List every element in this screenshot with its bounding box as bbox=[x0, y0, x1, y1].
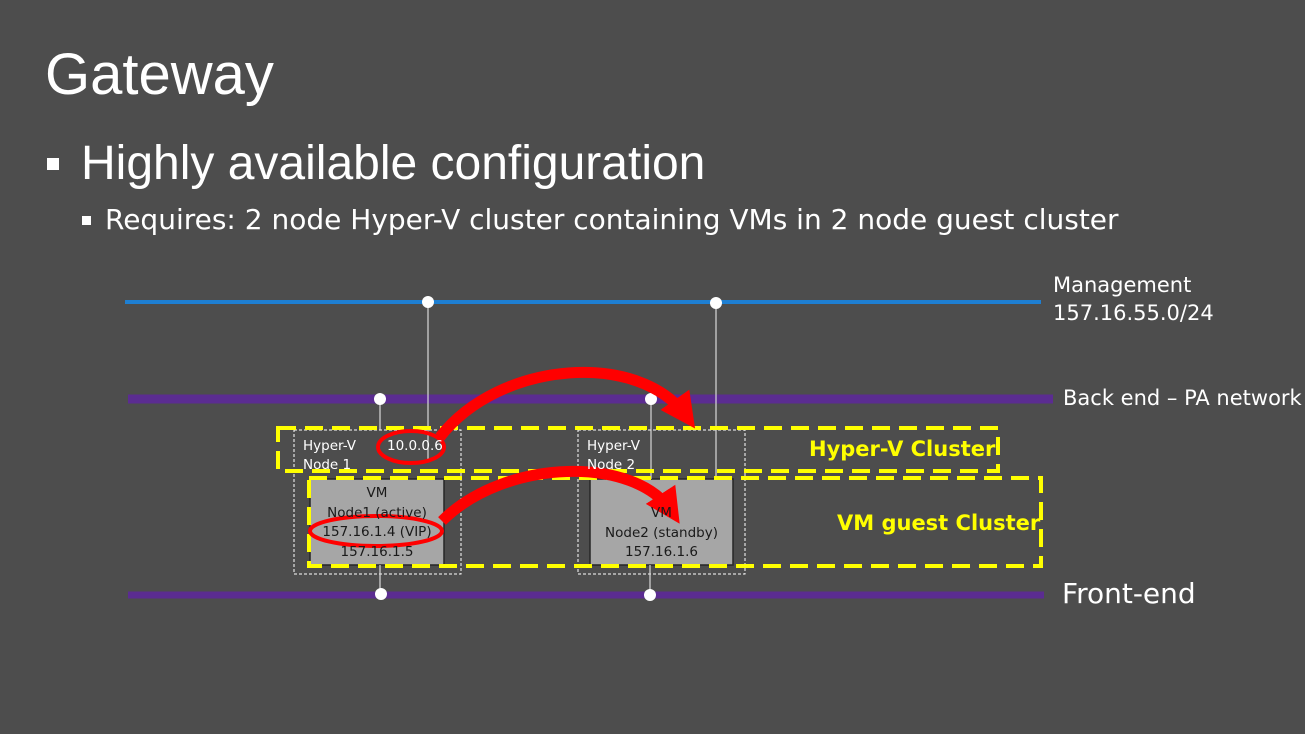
vm-vip-address: 157.16.1.4 (VIP) bbox=[322, 524, 432, 540]
vm-label-line: 157.16.1.5 bbox=[340, 543, 414, 560]
backend-network-label: Back end – PA network bbox=[1063, 386, 1302, 410]
vm-node1-label: VM Node1 (active) 157.16.1.4 (VIP) 157.1… bbox=[310, 484, 444, 562]
ip-highlight-ellipse bbox=[376, 429, 446, 465]
host-label-line: Hyper-V bbox=[303, 438, 357, 454]
vm-label-line: Node1 (active) bbox=[327, 504, 427, 521]
management-network-name: Management bbox=[1053, 273, 1192, 297]
frontend-network-label: Front-end bbox=[1062, 577, 1196, 610]
hyperv-cluster-boundary bbox=[276, 426, 1000, 473]
bullet-level-1: Highly available configuration bbox=[47, 136, 705, 192]
slide-title: Gateway bbox=[45, 42, 274, 107]
connection-dot bbox=[375, 588, 387, 600]
connection-dot bbox=[710, 297, 722, 309]
hyperv-node2-box bbox=[577, 429, 746, 575]
vm-label-line: VM bbox=[651, 505, 672, 521]
hyperv-cluster-label: Hyper-V Cluster bbox=[809, 437, 996, 461]
hyperv-node1-box bbox=[293, 429, 462, 575]
vm-label-line: 157.16.1.6 bbox=[625, 544, 698, 560]
host-label-line: Hyper-V bbox=[587, 438, 641, 454]
vm-label-line: VM bbox=[366, 485, 388, 501]
connection-dot bbox=[422, 296, 434, 308]
vip-highlight-ellipse bbox=[308, 514, 444, 548]
management-network-label: Management 157.16.55.0/24 bbox=[1053, 271, 1214, 327]
connection-dot bbox=[644, 589, 656, 601]
hyperv-node1-label: Hyper-V Node 1 bbox=[303, 437, 356, 475]
sub-bullet-text: Requires: 2 node Hyper-V cluster contain… bbox=[105, 203, 1119, 236]
failover-arrow-host bbox=[435, 366, 696, 441]
management-network-subnet: 157.16.55.0/24 bbox=[1053, 301, 1214, 325]
bullet-level-2: Requires: 2 node Hyper-V cluster contain… bbox=[82, 202, 1119, 238]
guest-cluster-boundary bbox=[307, 476, 1043, 568]
bullet-square-icon bbox=[82, 215, 91, 225]
host-label-line: Node 1 bbox=[303, 457, 352, 473]
vm-label-line: Node2 (standby) bbox=[605, 524, 718, 541]
hyperv-node2-label: Hyper-V Node 2 bbox=[587, 437, 640, 475]
hyperv-node1-ip: 10.0.0.6 bbox=[387, 438, 443, 454]
connection-dot bbox=[374, 393, 386, 405]
bullet-text: Highly available configuration bbox=[81, 137, 706, 190]
guest-cluster-label: VM guest Cluster bbox=[837, 511, 1041, 535]
host-label-line: Node 2 bbox=[587, 457, 636, 473]
vm-node2-label: VM Node2 (standby) 157.16.1.6 bbox=[590, 504, 733, 563]
bullet-square-icon bbox=[47, 158, 59, 170]
connection-dot bbox=[645, 393, 657, 405]
failover-arrow-vm bbox=[438, 465, 680, 525]
